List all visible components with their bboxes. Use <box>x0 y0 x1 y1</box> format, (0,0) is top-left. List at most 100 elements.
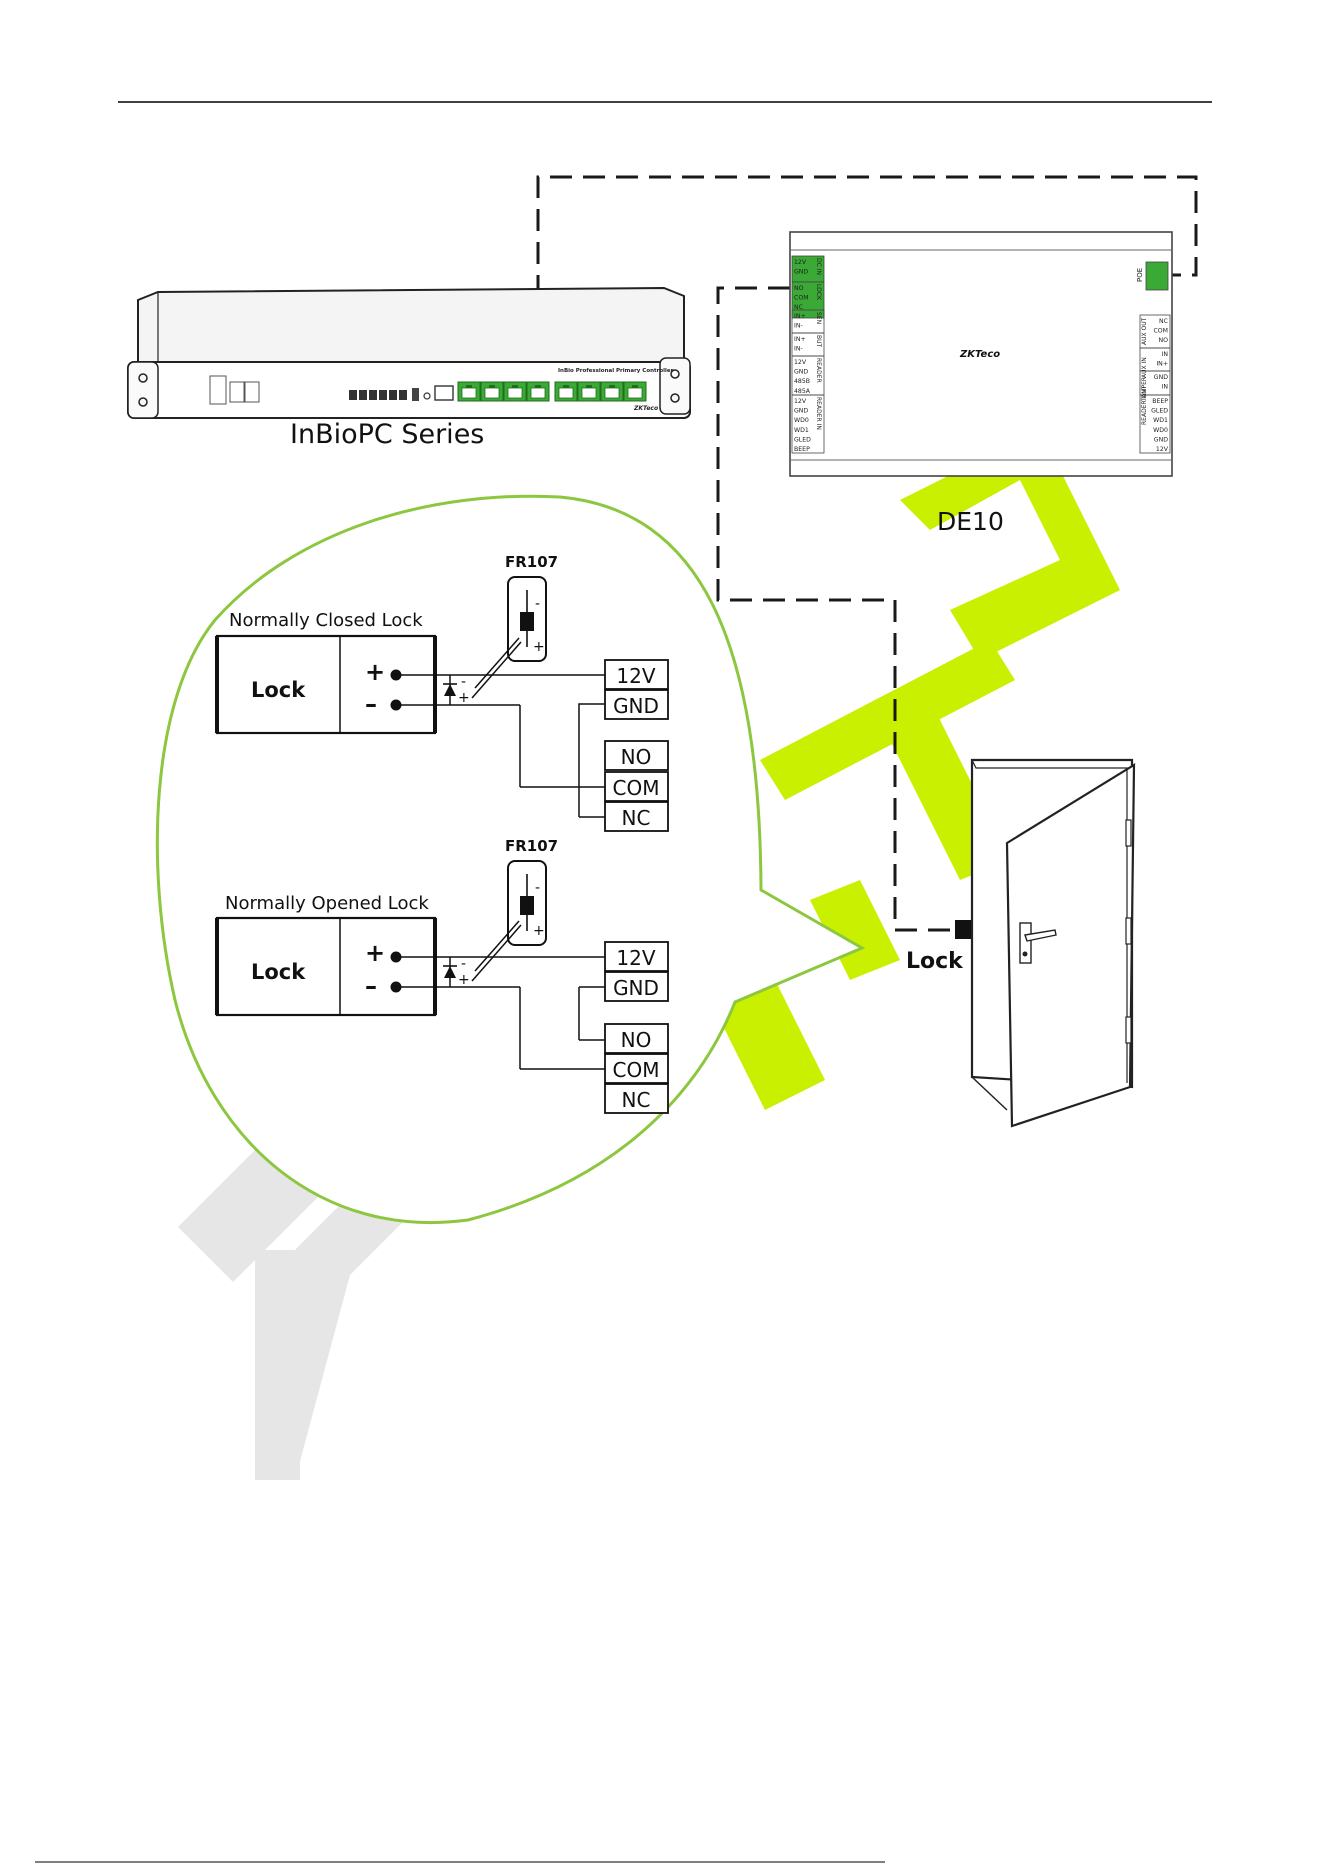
de10-left-terminal-text: 12V <box>794 359 807 366</box>
de10-right-group-label: TAMPER <box>1141 377 1148 402</box>
de10-left-terminal-text: GND <box>794 408 808 415</box>
de10-left-terminal-text: WD1 <box>794 427 809 434</box>
de10-poe-label: POE <box>1136 268 1144 282</box>
svg-text:-: - <box>535 596 540 612</box>
opened-lock-label: Lock <box>251 960 306 984</box>
de10-left-group-label: DC IN <box>815 258 822 275</box>
dashed-wires <box>536 175 1198 932</box>
de10-left-group-label: LOCK <box>815 284 822 301</box>
de10-left-terminal-text: IN- <box>794 323 803 330</box>
door <box>955 758 1136 1128</box>
closed-minus-sign: – <box>365 690 377 718</box>
de10-left-terminal-text: GLED <box>794 436 811 443</box>
controller-to-de10-poe-wire <box>536 175 1198 363</box>
opened-plus-sign: + <box>365 939 385 967</box>
opened-lock-box <box>215 916 437 1017</box>
svg-text:+: + <box>458 690 470 706</box>
de10-right-terminal-text: IN+ <box>1156 361 1168 368</box>
svg-text:+: + <box>533 923 545 939</box>
closed-terminal-gnd: GND <box>613 694 659 718</box>
closed-lock-label: Lock <box>251 678 306 702</box>
de10-right-terminal-text: WD0 <box>1153 427 1168 434</box>
de10-device: 12V GND DC IN NO COM NC LOCK IN+ IN- SEN IN+ IN- BUT… <box>789 231 1173 477</box>
de10-right-terminal-labels: NC COM NO AUX OUT IN IN+ AUX IN GND IN TAMPER BEEP… <box>1141 317 1169 453</box>
de10-reader-in-group <box>791 394 825 454</box>
de10-left-group-label: READER <box>815 358 822 383</box>
de10-right-terminal-text: GLED <box>1151 408 1168 415</box>
svg-text:+: + <box>458 972 470 988</box>
opened-terminal-gnd: GND <box>613 976 659 1000</box>
de10-poe-port <box>1145 261 1169 291</box>
de10-left-terminal-text: WD0 <box>794 417 809 424</box>
opened-terminal-no: NO <box>621 1028 652 1052</box>
closed-terminal-block <box>604 659 669 832</box>
svg-text:-: - <box>461 956 466 972</box>
controller-brand-logo: ZKTeco <box>633 405 658 412</box>
de10-brand-logo: ZKTeco <box>959 349 1000 360</box>
de10-right-terminal-text: WD1 <box>1153 417 1168 424</box>
closed-terminal-12v: 12V <box>616 664 655 688</box>
de10-left-terminal-text: IN+ <box>794 313 806 320</box>
de10-left-terminal-block <box>791 255 825 454</box>
opened-terminal-block <box>604 941 669 1114</box>
de10-left-terminal-text: 12V <box>794 259 807 266</box>
de10-left-terminal-text: IN+ <box>794 336 806 343</box>
closed-lock-box <box>215 634 437 735</box>
de10-right-group-label: AUX OUT <box>1141 317 1148 345</box>
de10-left-terminal-text: COM <box>794 295 809 302</box>
svg-text:-: - <box>535 880 540 896</box>
de10-right-terminal-text: COM <box>1153 328 1168 335</box>
closed-terminal-no: NO <box>621 745 652 769</box>
opened-diode-label: FR107 <box>505 837 558 855</box>
de10-left-terminal-text: 12V <box>794 398 807 405</box>
de10-right-terminal-text: IN <box>1162 351 1169 358</box>
de10-left-terminal-text: GND <box>794 369 808 376</box>
de10-right-terminal-text: NC <box>1159 318 1168 325</box>
de10-left-terminal-text: IN- <box>794 346 803 353</box>
opened-terminal-12v: 12V <box>616 946 655 970</box>
closed-diode-label: FR107 <box>505 553 558 571</box>
de10-left-terminal-text: 485A <box>794 388 811 395</box>
controller-panel-label: InBio Professional Primary Controller <box>558 368 674 374</box>
opened-minus-sign: – <box>365 972 377 1000</box>
de10-right-terminal-text: 12V <box>1156 446 1169 453</box>
controller-series-label: InBioPC Series <box>290 419 484 450</box>
de10-right-group-label: READER OUT <box>1141 385 1148 425</box>
de10-left-terminal-text: GND <box>794 269 808 276</box>
svg-text:+: + <box>533 639 545 655</box>
closed-terminal-com: COM <box>613 776 660 800</box>
door-handle <box>1024 929 1057 942</box>
de10-right-terminal-text: NO <box>1159 337 1169 344</box>
de10-left-group-label: BUT <box>815 335 822 348</box>
de10-right-terminal-text: BEEP <box>1152 398 1168 405</box>
de10-left-group-label: SEN <box>815 312 822 324</box>
de10-left-terminal-text: 485B <box>794 378 810 385</box>
closed-title: Normally Closed Lock <box>229 610 423 631</box>
de10-left-group-label: READER IN <box>815 397 822 430</box>
de10-lock-to-door-wire <box>716 286 955 932</box>
normally-closed-wiring: Normally Closed Lock FR107 - + Lock + – <box>215 553 669 832</box>
de10-label: DE10 <box>937 507 1004 536</box>
normally-opened-wiring: Normally Opened Lock FR107 - + Lock + – <box>215 837 669 1114</box>
controller-device: InBio Professional Primary Controller ZK… <box>127 286 691 419</box>
door-lock-label: Lock <box>906 949 964 974</box>
de10-right-terminal-text: IN <box>1162 384 1169 391</box>
door-handle-plate <box>1019 922 1032 964</box>
closed-terminal-nc: NC <box>622 806 651 830</box>
door-lock-block <box>955 920 971 939</box>
opened-terminal-com: COM <box>613 1058 660 1082</box>
de10-reader-out-group <box>1139 394 1171 454</box>
svg-text:-: - <box>461 674 466 690</box>
de10-right-group-label: AUX IN <box>1141 357 1148 378</box>
de10-lock-group <box>791 281 825 319</box>
de10-left-terminal-text: NO <box>794 285 804 292</box>
de10-right-terminal-block <box>1139 314 1171 454</box>
de10-left-terminal-text: BEEP <box>794 446 810 453</box>
opened-terminal-nc: NC <box>622 1088 651 1112</box>
de10-right-terminal-text: GND <box>1154 436 1168 443</box>
opened-title: Normally Opened Lock <box>225 893 429 914</box>
closed-plus-sign: + <box>365 658 385 686</box>
